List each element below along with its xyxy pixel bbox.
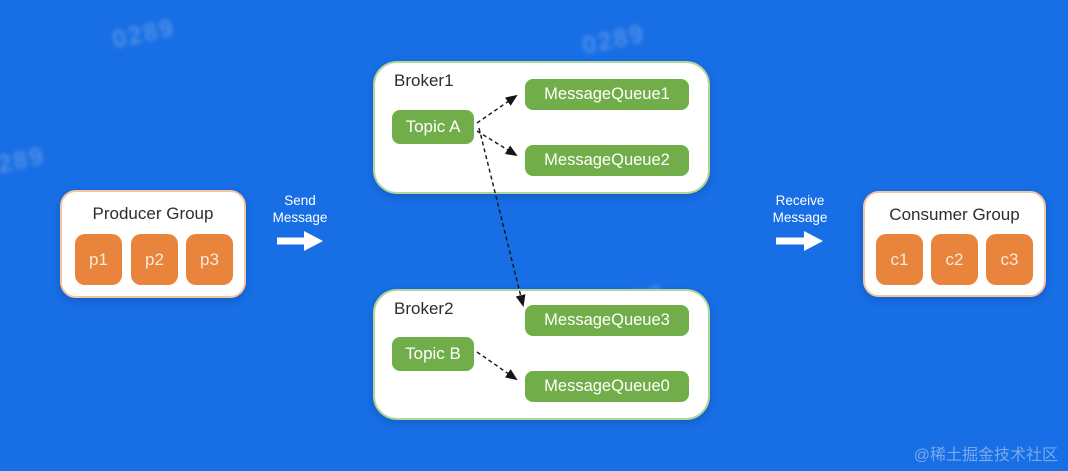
consumer-c2: c2 bbox=[931, 234, 978, 285]
send-message-line2: Message bbox=[272, 210, 328, 225]
broker2-title: Broker2 bbox=[394, 299, 454, 318]
consumer-group-title: Consumer Group bbox=[889, 205, 1020, 224]
producer-p2: p2 bbox=[131, 234, 178, 285]
producer-group-box: Producer Group p1 p2 p3 bbox=[60, 190, 246, 298]
topic-a-chip: Topic A bbox=[392, 110, 474, 144]
broker2-box: Broker2 Topic B MessageQueue3 MessageQue… bbox=[373, 289, 710, 420]
message-queue-3-chip: MessageQueue3 bbox=[525, 305, 689, 336]
consumer-group-box: Consumer Group c1 c2 c3 bbox=[863, 191, 1046, 297]
consumer-c3: c3 bbox=[986, 234, 1033, 285]
broker1-box: Broker1 Topic A MessageQueue1 MessageQue… bbox=[373, 61, 710, 194]
producer-p3: p3 bbox=[186, 234, 233, 285]
broker1-title: Broker1 bbox=[394, 71, 454, 90]
message-queue-2-chip: MessageQueue2 bbox=[525, 145, 689, 176]
consumer-c1: c1 bbox=[876, 234, 923, 285]
topic-b-chip: Topic B bbox=[392, 337, 474, 371]
receive-arrow-icon bbox=[776, 231, 823, 251]
message-queue-1-chip: MessageQueue1 bbox=[525, 79, 689, 110]
send-message-line1: Send bbox=[284, 193, 316, 208]
faint-watermark: 0289 bbox=[0, 141, 48, 183]
message-queue-0-chip: MessageQueue0 bbox=[525, 371, 689, 402]
juejin-community-watermark: @稀土掘金技术社区 bbox=[913, 447, 1058, 464]
producer-group-title: Producer Group bbox=[92, 204, 214, 223]
faint-watermark: 0289 bbox=[109, 13, 178, 55]
faint-watermark: 0289 bbox=[579, 19, 648, 61]
receive-message-line1: Receive bbox=[775, 193, 825, 208]
send-arrow-icon bbox=[277, 231, 323, 251]
send-message-label: Send Message bbox=[268, 192, 332, 226]
receive-message-line2: Message bbox=[772, 210, 828, 225]
receive-message-label: Receive Message bbox=[768, 192, 832, 226]
producer-p1: p1 bbox=[75, 234, 122, 285]
